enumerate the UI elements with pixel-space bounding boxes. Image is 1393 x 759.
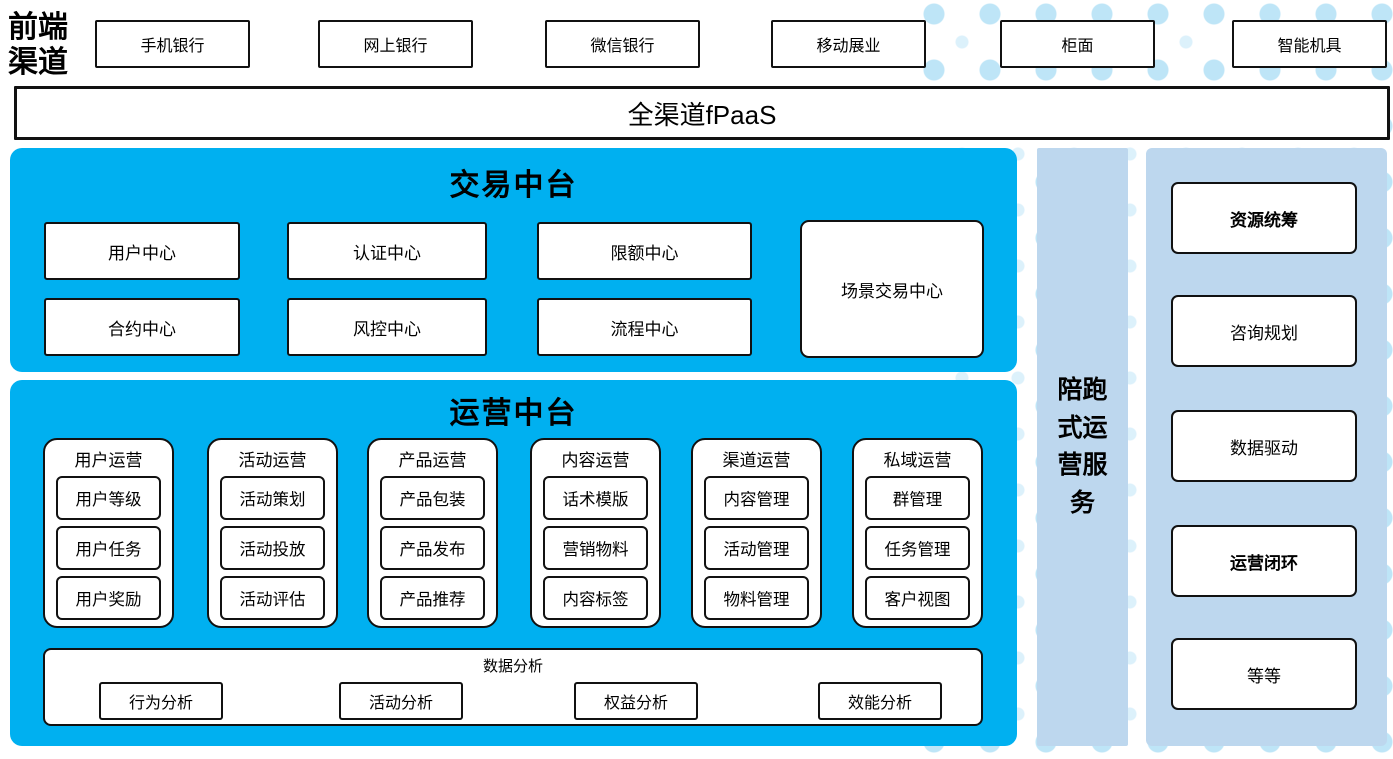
channel-box-counter: 柜面 [1000,20,1155,68]
op-column-header: 内容运营 [561,451,630,470]
center-box-user: 用户中心 [44,222,240,280]
op-column-channel: 渠道运营 内容管理 活动管理 物料管理 [691,438,822,628]
data-analysis-title: 数据分析 [482,658,543,675]
op-column-private-domain: 私域运营 群管理 任务管理 客户视图 [852,438,983,628]
op-item: 用户等级 [56,476,161,520]
op-column-user: 用户运营 用户等级 用户任务 用户奖励 [43,438,174,628]
op-column-activity: 活动运营 活动策划 活动投放 活动评估 [207,438,338,628]
op-item: 产品推荐 [380,576,485,620]
operation-platform-panel: 运营中台 用户运营 用户等级 用户任务 用户奖励 活动运营 活动策划 活动投放 … [10,380,1017,746]
op-item: 话术模版 [543,476,648,520]
op-item: 活动投放 [220,526,325,570]
op-column-header: 产品运营 [398,451,467,470]
op-column-content: 内容运营 话术模版 营销物料 内容标签 [530,438,661,628]
op-item: 物料管理 [704,576,809,620]
transaction-platform-panel: 交易中台 用户中心 认证中心 限额中心 合约中心 风控中心 流程中心 场景交易中… [10,148,1017,372]
channel-box-online-banking: 网上银行 [318,20,473,68]
companion-service-label: 陪跑式运营服务 [1057,376,1108,517]
center-box-process: 流程中心 [537,298,752,356]
transaction-platform-title: 交易中台 [449,169,578,202]
op-item: 活动管理 [704,526,809,570]
service-box-resource-planning: 资源统筹 [1171,182,1357,254]
op-item: 任务管理 [865,526,970,570]
service-box-consulting: 咨询规划 [1171,295,1357,367]
op-item: 群管理 [865,476,970,520]
fpaas-bar: 全渠道fPaaS [14,86,1390,140]
center-box-contract: 合约中心 [44,298,240,356]
service-box-data-driven: 数据驱动 [1171,410,1357,482]
center-box-limit: 限额中心 [537,222,752,280]
op-column-header: 用户运营 [74,451,143,470]
center-box-auth: 认证中心 [287,222,487,280]
service-box-operation-loop: 运营闭环 [1171,525,1357,597]
op-column-header: 私域运营 [883,451,952,470]
op-column-product: 产品运营 产品包装 产品发布 产品推荐 [367,438,498,628]
op-item: 营销物料 [543,526,648,570]
op-column-header: 活动运营 [238,451,307,470]
op-item: 活动策划 [220,476,325,520]
op-item: 活动评估 [220,576,325,620]
op-item: 用户任务 [56,526,161,570]
op-item: 用户奖励 [56,576,161,620]
channel-box-mobile-banking: 手机银行 [95,20,250,68]
operation-platform-title: 运营中台 [449,397,578,430]
analysis-item-behavior: 行为分析 [99,682,223,720]
companion-service-strip: 陪跑式运营服务 [1037,148,1128,746]
analysis-item-benefit: 权益分析 [574,682,698,720]
analysis-item-activity: 活动分析 [339,682,463,720]
scene-transaction-center-box: 场景交易中心 [800,220,984,358]
op-item: 内容管理 [704,476,809,520]
data-analysis-bar: 数据分析 行为分析 活动分析 权益分析 效能分析 [43,648,983,726]
op-column-header: 渠道运营 [722,451,791,470]
op-item: 内容标签 [543,576,648,620]
op-item: 客户视图 [865,576,970,620]
op-item: 产品包装 [380,476,485,520]
channel-box-mobile-sales: 移动展业 [771,20,926,68]
channel-box-smart-devices: 智能机具 [1232,20,1387,68]
analysis-item-efficiency: 效能分析 [818,682,942,720]
channel-box-wechat-banking: 微信银行 [545,20,700,68]
front-channels-label: 前端渠道 [8,11,68,80]
service-panel: 资源统筹 咨询规划 数据驱动 运营闭环 等等 [1146,148,1387,746]
service-box-etc: 等等 [1171,638,1357,710]
op-item: 产品发布 [380,526,485,570]
center-box-risk: 风控中心 [287,298,487,356]
